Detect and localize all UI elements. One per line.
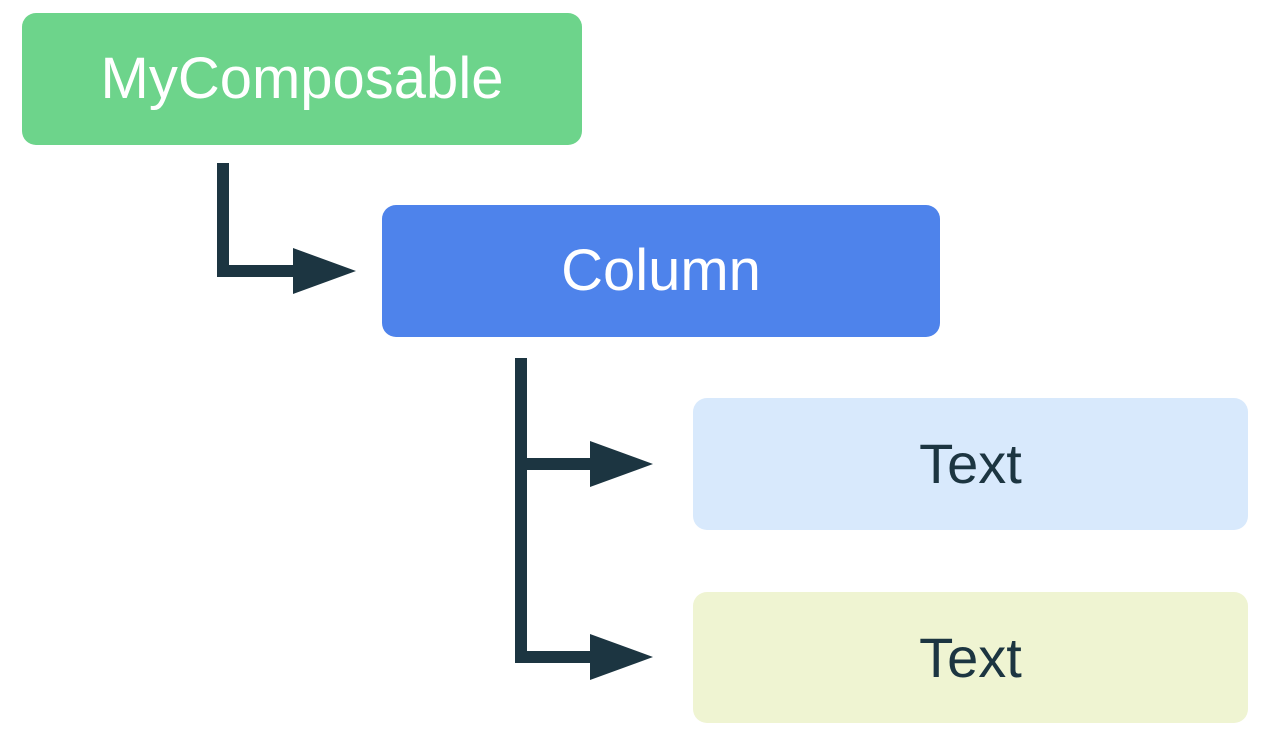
arrowhead-right-icon [590,634,653,680]
edge-vertical-line [217,163,229,277]
node-text-1: Text [693,398,1248,530]
edge-horizontal-line-1 [515,458,590,470]
edge-horizontal-line-2 [515,651,590,663]
arrowhead-right-icon [293,248,356,294]
edge-horizontal-line [217,265,293,277]
node-column: Column [382,205,940,337]
node-text-1-label: Text [919,432,1022,495]
edge-vertical-line [515,358,527,663]
node-mycomposable: MyComposable [22,13,582,145]
node-column-label: Column [561,238,761,303]
node-mycomposable-label: MyComposable [100,46,504,111]
node-text-2: Text [693,592,1248,723]
node-text-2-label: Text [919,625,1022,689]
arrowhead-right-icon [590,441,653,487]
